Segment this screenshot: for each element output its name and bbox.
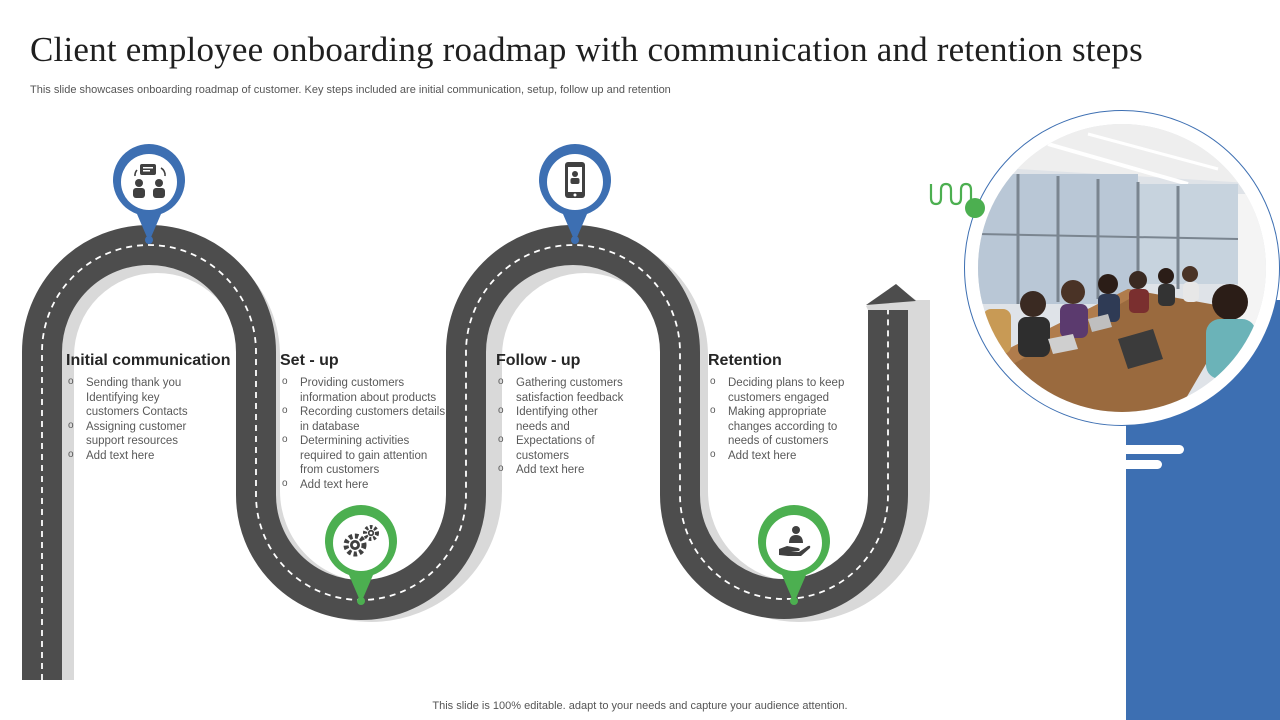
list-item: Gathering customers satisfaction feedbac… [496,375,638,405]
step-initial-communication: Initial communication Sending thank you … [66,352,246,463]
list-item: Add text here [66,448,246,464]
pin-marker-retention [758,505,830,605]
list-item: Add text here [708,448,858,464]
list-item: Sending thank you Identifying key custom… [66,375,211,420]
step-title: Set - up [280,352,339,369]
slide-subtitle: This slide showcases onboarding roadmap … [30,84,671,96]
communication-icon [133,164,166,198]
list-item: Determining activities required to gain … [280,433,445,478]
pin-marker-follow-up [539,144,611,244]
list-item: Assigning customer support resources [66,419,211,449]
step-follow-up: Follow - up Gathering customers satisfac… [496,352,646,478]
step-title: Initial communication [66,352,231,369]
list-item: Making appropriate changes according to … [708,404,858,449]
hand-user-icon [779,526,811,556]
step-retention: Retention Deciding plans to keep custome… [708,352,858,463]
list-item: Recording customers details in database [280,404,456,434]
pin-marker-initial-communication [113,144,185,244]
list-item: Add text here [496,462,646,478]
list-item: Identifying other needs and [496,404,611,434]
white-line-decoration [1120,460,1162,469]
green-wave-decoration [929,182,985,218]
white-line-decoration [1120,445,1184,454]
step-title: Follow - up [496,352,581,369]
list-item: Add text here [280,477,456,493]
step-set-up: Set - up Providing customers information… [280,352,456,492]
gears-icon [343,525,379,557]
list-item: Providing customers information about pr… [280,375,456,405]
step-title: Retention [708,352,782,369]
mobile-video-call-icon [565,162,585,198]
slide-title: Client employee onboarding roadmap with … [30,30,1143,69]
list-item: Expectations of customers [496,433,596,463]
slide-footer: This slide is 100% editable. adapt to yo… [432,700,848,712]
pin-marker-set-up [325,505,397,605]
list-item: Deciding plans to keep customers engaged [708,375,858,405]
